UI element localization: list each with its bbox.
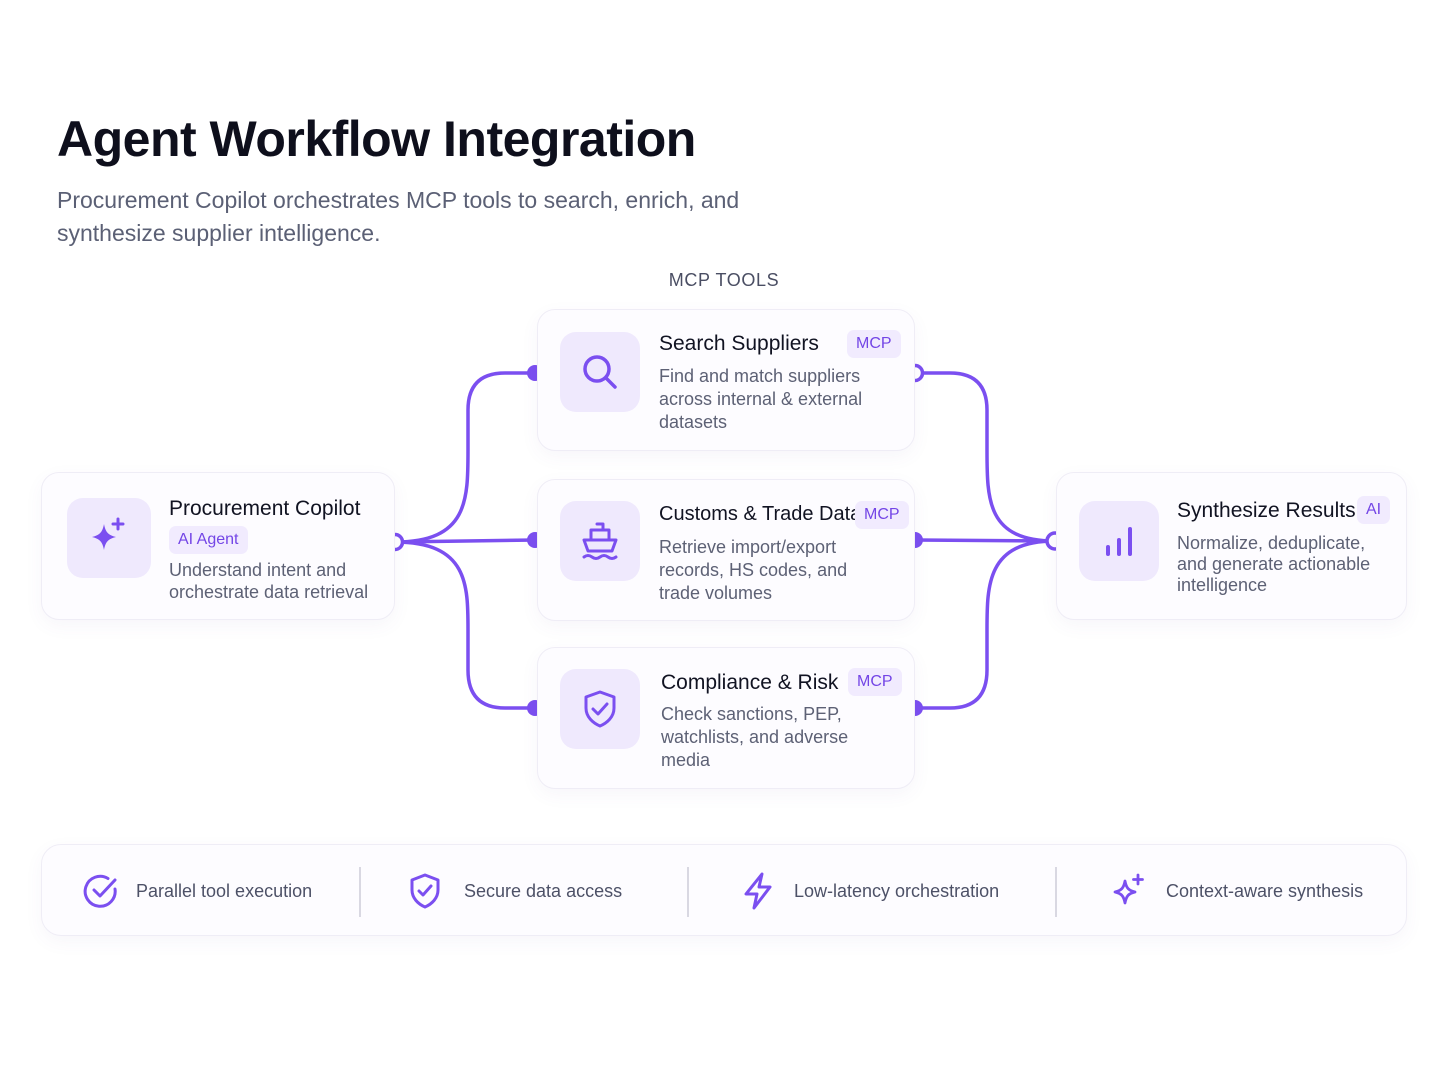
shield-check-icon [410,873,440,909]
copilot-card[interactable]: Procurement Copilot AI Agent Understand … [41,472,395,620]
copilot-description: Understand intent and orchestrate data r… [169,560,369,602]
connector-copilot-to-compliance [393,540,537,710]
divider [359,867,361,917]
feature-label: Context-aware synthesis [1166,880,1364,901]
tool-description: Retrieve import/export records, HS codes… [659,537,848,603]
feature-label: Low-latency orchestration [794,880,1000,901]
ship-icon [582,522,618,560]
feature-low-latency-orchestration: Low-latency orchestration [739,845,999,937]
feature-label: Parallel tool execution [136,880,313,901]
lightning-icon [744,872,772,910]
tool-card-search-suppliers[interactable]: Search Suppliers MCP Find and match supp… [537,309,915,451]
connector-search-to-results [913,371,1057,543]
copilot-badge: AI Agent [169,526,248,554]
feature-secure-data-access: Secure data access [406,845,622,937]
check-circle-icon [83,874,117,908]
connector-copilot-to-customs [393,538,537,544]
tool-title: Search Suppliers [659,332,819,355]
divider [687,867,689,917]
results-title: Synthesize Results [1177,499,1356,522]
tool-title: Customs & Trade Data [659,503,862,525]
shield-check-icon [584,690,616,728]
divider [1055,867,1057,917]
copilot-title: Procurement Copilot [169,497,361,520]
tool-badge: MCP [848,668,902,696]
features-bar: Parallel tool execution Secure data acce… [41,844,1407,936]
page-title: Agent Workflow Integration [57,111,696,167]
feature-context-aware-synthesis: Context-aware synthesis [1109,845,1363,937]
results-card[interactable]: Synthesize Results AI Normalize, dedupli… [1056,472,1407,620]
sparkles-icon [92,517,125,550]
sparkles-icon [1113,873,1144,905]
tool-icon-box [560,501,640,581]
connector-compliance-to-results [913,539,1057,710]
tool-card-customs-trade-data[interactable]: Customs & Trade Data MCP Retrieve import… [537,479,915,621]
tool-description: Find and match suppliers across internal… [659,366,863,432]
tool-title: Compliance & Risk [661,671,839,694]
copilot-icon-box [67,498,151,578]
tool-description: Check sanctions, PEP, watchlists, and ad… [661,704,849,770]
results-badge: AI [1357,496,1391,524]
connector-customs-to-results [913,538,1057,543]
feature-parallel-tool-execution: Parallel tool execution [82,845,312,937]
tool-icon-box [560,669,640,749]
connector-copilot-to-search [393,371,537,544]
tool-badge: MCP [847,330,901,358]
page-subtitle: Procurement Copilot orchestrates MCP too… [57,187,740,246]
results-icon-box [1079,501,1159,581]
feature-label: Secure data access [464,880,623,901]
tool-badge: MCP [855,501,909,529]
search-icon [583,355,617,389]
tool-card-compliance-risk[interactable]: Compliance & Risk MCP Check sanctions, P… [537,647,915,789]
section-label-mcp-tools: MCP TOOLS [668,270,780,290]
results-description: Normalize, deduplicate, and generate act… [1177,533,1371,595]
tool-icon-box [560,332,640,412]
bar-chart-icon [1106,527,1132,556]
